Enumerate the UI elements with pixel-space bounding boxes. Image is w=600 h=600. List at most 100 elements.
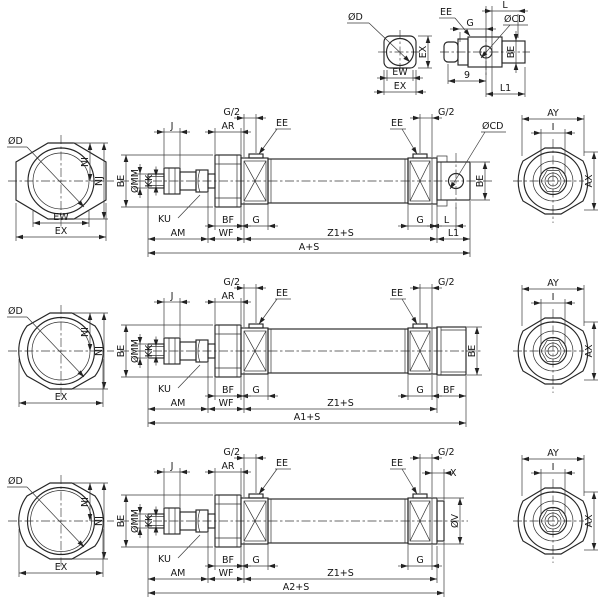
label-rows-1-cyl-gr: G: [416, 385, 423, 396]
label-top_detail-square_end-ex_side: EX: [418, 45, 429, 58]
arrowhead: [137, 188, 143, 195]
arrowhead: [208, 223, 215, 229]
circle: [523, 321, 583, 381]
arrowhead: [437, 590, 444, 596]
arrowhead: [259, 486, 265, 494]
label-top_detail-clevis_detail-l1: L1: [500, 83, 511, 94]
arrowhead: [87, 313, 93, 320]
arrowhead: [577, 286, 584, 292]
label-rows-2-right-ax: AX: [584, 514, 595, 527]
arrowhead: [401, 393, 408, 399]
shape: [248, 153, 264, 159]
arrowhead: [123, 155, 129, 162]
shape: [248, 323, 264, 329]
arrowhead: [268, 393, 275, 399]
arrowhead: [208, 563, 215, 569]
label-rows-2-left-ni: NI: [80, 497, 91, 507]
label-rows-2-cyl-gr: G: [416, 555, 423, 566]
label-rows-1-right-ax: AX: [584, 344, 595, 357]
arrowhead: [432, 393, 439, 399]
arrowhead: [208, 406, 215, 412]
label-top_detail-clevis_detail-ee: EE: [440, 7, 452, 18]
label-rows-0-cyl-total: A+S: [299, 242, 320, 253]
shape: [243, 500, 267, 542]
shape: [243, 160, 267, 202]
arrowhead: [137, 167, 143, 174]
circle: [385, 37, 415, 67]
circle: [532, 160, 574, 202]
arrowhead: [411, 316, 417, 324]
arrowhead: [153, 169, 159, 177]
line: [480, 24, 511, 59]
label-rows-0-left-ni: NI: [80, 157, 91, 167]
circle: [532, 330, 574, 372]
label-rows-0-right-i: I: [552, 122, 555, 133]
arrowhead: [244, 576, 251, 582]
arrowhead: [259, 316, 265, 324]
arrowhead: [180, 299, 187, 305]
arrowhead: [19, 400, 26, 406]
arrowhead: [19, 570, 26, 576]
label-rows-1-cyl-bf: BF: [222, 385, 234, 396]
arrowhead: [153, 185, 159, 193]
arrowhead: [256, 285, 263, 291]
label-top_detail-clevis_detail-l: L: [502, 0, 508, 11]
label-rows-1-left-ex: EX: [55, 392, 68, 403]
arrowhead: [256, 115, 263, 121]
label-rows-2-cyl-am: AM: [171, 568, 186, 579]
arrowhead: [137, 337, 143, 344]
arrowhead: [101, 143, 107, 150]
arrowhead: [486, 26, 493, 32]
arrowhead: [430, 236, 437, 242]
arrowhead: [411, 146, 417, 154]
label-rows-1-cyl-ar: AR: [221, 291, 234, 302]
arrowhead: [457, 498, 463, 505]
path: [197, 169, 201, 193]
arrowhead: [77, 370, 84, 377]
line: [26, 146, 85, 208]
label-rows-2-cyl-gf: G: [252, 555, 259, 566]
arrowhead: [33, 220, 40, 226]
arrowhead: [201, 576, 208, 582]
label-rows-1-cyl-ku: KU: [158, 384, 171, 395]
label-top_detail-clevis_detail-be: BE: [506, 46, 517, 59]
path: [18, 482, 104, 560]
label-top_detail-square_end-ex_bottom: EX: [394, 81, 407, 92]
arrowhead: [432, 455, 439, 461]
arrowhead: [237, 563, 244, 569]
label-rows-0-cyl-z1s: Z1+S: [327, 228, 354, 239]
label-rows-2-cyl-be: BE: [116, 515, 127, 528]
label-rows-1-cyl-kk: KK: [144, 344, 155, 357]
label-rows-0-right-ax: AX: [584, 174, 595, 187]
arrowhead: [459, 393, 466, 399]
arrowhead: [268, 223, 275, 229]
arrowhead: [237, 393, 244, 399]
label-rows-2-cyl-ov: ØV: [450, 514, 461, 528]
arrowhead: [565, 130, 572, 136]
arrowhead: [237, 576, 244, 582]
arrowhead: [416, 89, 423, 95]
arrowhead: [153, 525, 159, 533]
label-rows-2-cyl-kk: KK: [144, 514, 155, 527]
arrowhead: [482, 162, 488, 169]
line: [26, 486, 85, 548]
circle: [27, 147, 95, 215]
arrowhead: [201, 406, 208, 412]
arrowhead: [244, 406, 251, 412]
arrowhead: [430, 576, 437, 582]
label-rows-0-cyl-be: BE: [116, 175, 127, 188]
shape: [248, 493, 264, 499]
arrowhead: [99, 234, 106, 240]
circle: [26, 486, 96, 556]
label-rows-0-cyl-g2f: G/2: [223, 107, 240, 118]
arrowhead: [565, 300, 572, 306]
circle: [544, 512, 562, 530]
label-rows-0-cyl-ar: AR: [221, 121, 234, 132]
shape: [412, 493, 428, 499]
arrowhead: [148, 406, 155, 412]
label-rows-2-cyl-g2f: G/2: [223, 447, 240, 458]
